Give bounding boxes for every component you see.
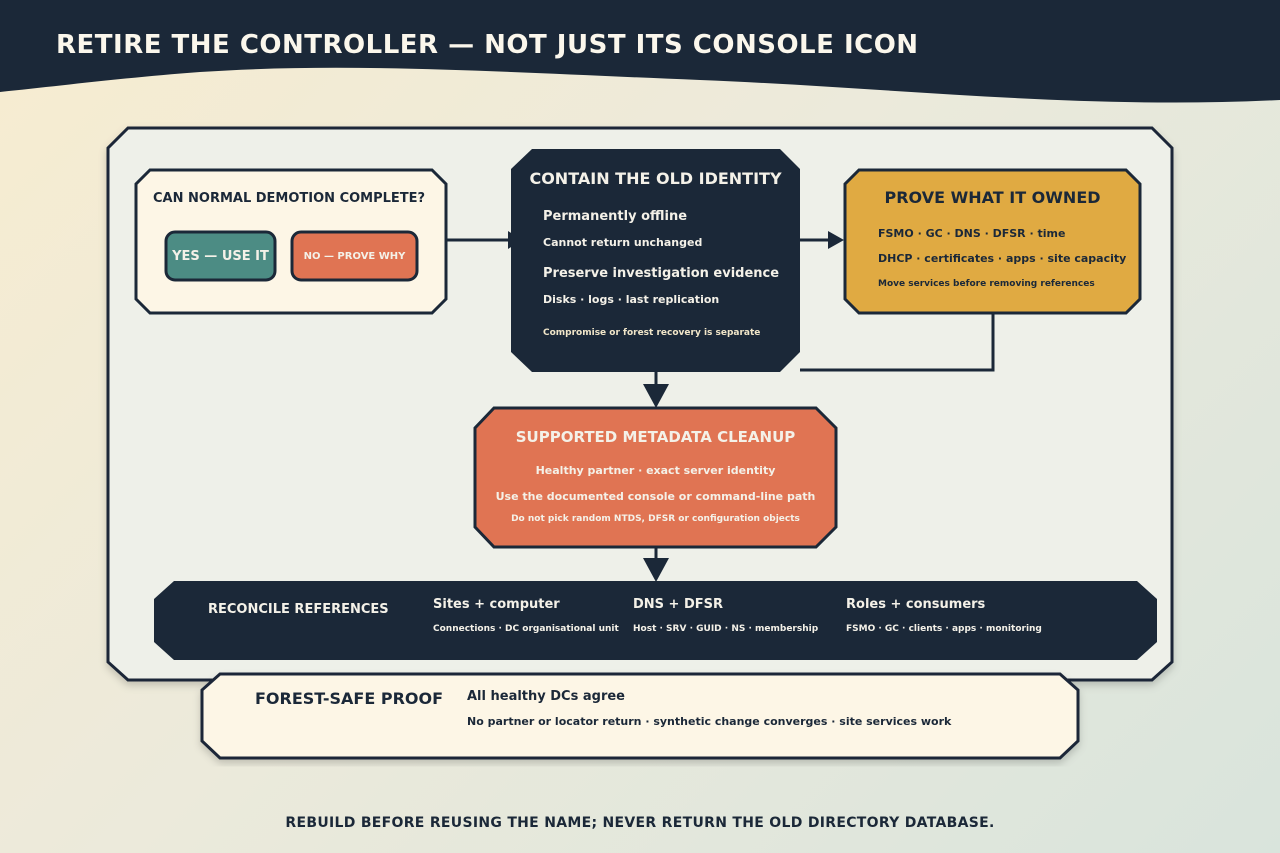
proof-box — [200, 672, 1080, 760]
proof-line1: All healthy DCs agree — [467, 689, 625, 704]
proof-line2: No partner or locator return · synthetic… — [467, 715, 952, 728]
contain-heading: CONTAIN THE OLD IDENTITY — [529, 169, 782, 188]
yes-pill — [164, 230, 277, 282]
cleanup-note: Do not pick random NTDS, DFSR or configu… — [511, 514, 800, 524]
reconcile-col2-sub: Host · SRV · GUID · NS · membership — [633, 624, 819, 634]
reconcile-col3-title: Roles + consumers — [846, 597, 986, 612]
contain-line2: Preserve investigation evidence — [543, 266, 780, 281]
contain-box — [511, 149, 800, 372]
prove-box — [843, 168, 1142, 315]
prove-line2: DHCP · certificates · apps · site capaci… — [878, 252, 1127, 265]
contain-line1: Permanently offline — [543, 209, 688, 224]
no-pill — [290, 230, 419, 282]
contain-line1-sub: Cannot return unchanged — [543, 236, 703, 249]
page-title: RETIRE THE CONTROLLER — NOT JUST ITS CON… — [56, 30, 919, 60]
cleanup-box — [473, 406, 838, 549]
proof-heading: FOREST-SAFE PROOF — [255, 689, 444, 708]
no-label: NO — PROVE WHY — [303, 251, 406, 262]
cleanup-line1: Healthy partner · exact server identity — [535, 464, 776, 477]
arrowhead-down-1 — [643, 384, 669, 408]
header-band — [0, 0, 1280, 103]
prove-line1: FSMO · GC · DNS · DFSR · time — [878, 227, 1066, 240]
reconcile-heading: RECONCILE REFERENCES — [208, 602, 389, 617]
yes-label: YES — USE IT — [172, 249, 269, 264]
arrowhead-down-2 — [643, 558, 669, 582]
connectors — [446, 238, 995, 560]
contain-line2-sub: Disks · logs · last replication — [543, 293, 720, 306]
contain-note: Compromise or forest recovery is separat… — [543, 328, 761, 338]
reconcile-col1-title: Sites + computer — [433, 597, 560, 612]
reconcile-col3-sub: FSMO · GC · clients · apps · monitoring — [846, 624, 1042, 634]
reconcile-bar — [154, 581, 1157, 660]
prove-note: Move services before removing references — [878, 279, 1095, 289]
cleanup-line2: Use the documented console or command-li… — [495, 490, 816, 503]
line-prove-return — [800, 313, 995, 372]
arrowhead-right-2 — [828, 231, 844, 249]
reconcile-col1-sub: Connections · DC organisational unit — [433, 624, 619, 634]
decision-question: CAN NORMAL DEMOTION COMPLETE? — [153, 191, 426, 206]
prove-heading: PROVE WHAT IT OWNED — [884, 188, 1101, 207]
footer-note: REBUILD BEFORE REUSING THE NAME; NEVER R… — [285, 815, 995, 831]
cleanup-heading: SUPPORTED METADATA CLEANUP — [515, 428, 796, 446]
reconcile-col2-title: DNS + DFSR — [633, 597, 724, 612]
